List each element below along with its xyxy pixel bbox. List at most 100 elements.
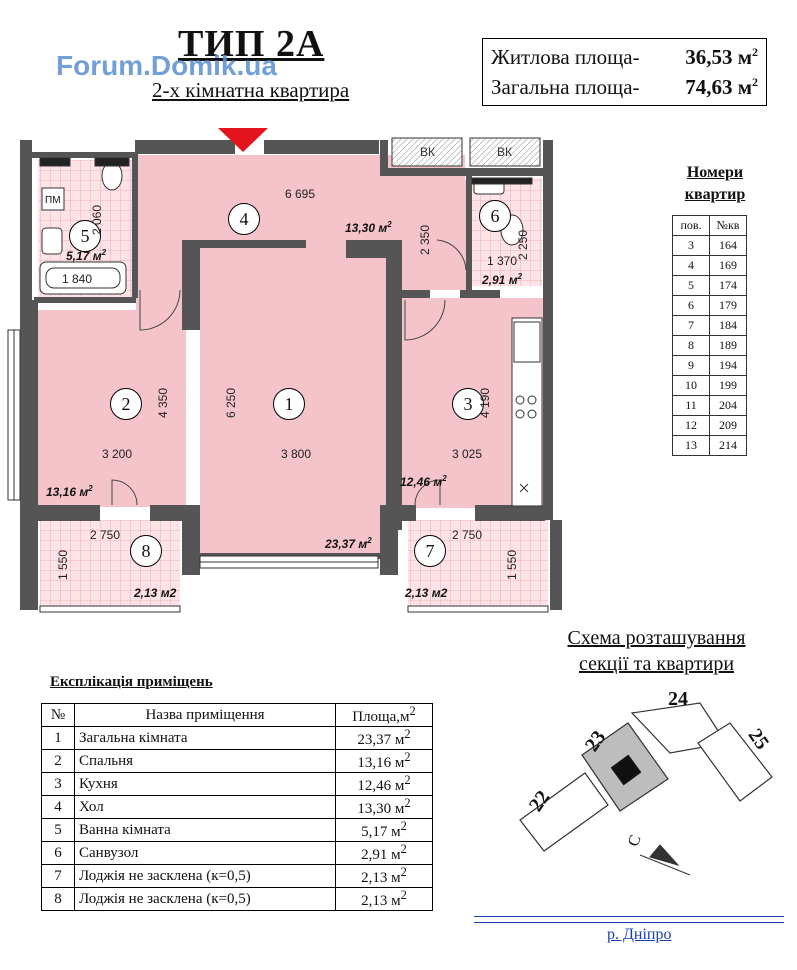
- wc-depth-dim: 2 250: [516, 229, 530, 260]
- room-name-cell: Лоджія не засклена (к=0,5): [74, 864, 336, 888]
- loggia-left-area: 2,13 м2: [134, 586, 177, 600]
- room-area-cell: 13,30 м2: [335, 795, 433, 819]
- hall-width-dim: 6 695: [285, 187, 316, 201]
- schema-title: Схема розташування секції та квартири: [567, 627, 746, 675]
- living-depth-dim: 6 250: [224, 387, 238, 418]
- room-name-cell: Санвузол: [74, 841, 336, 865]
- area-summary-box: Житлова площа- 36,53 м2 Загальна площа- …: [482, 38, 767, 106]
- bedroom-area: 13,16 м2: [46, 484, 93, 499]
- room-number-5: 5: [69, 220, 101, 252]
- room-num-cell: 4: [41, 795, 75, 819]
- room-number-3: 3: [452, 388, 484, 420]
- apartment-cell: 204: [709, 395, 747, 416]
- river-line-2: [474, 922, 784, 923]
- apartment-cell: 189: [709, 335, 747, 356]
- col-num-header: №: [41, 703, 75, 727]
- room-num-cell: 8: [41, 887, 75, 911]
- room-num-cell: 3: [41, 772, 75, 796]
- living-width-dim: 3 800: [281, 447, 312, 461]
- compass-icon: [639, 854, 691, 876]
- kitchen-width-dim: 3 025: [452, 447, 483, 461]
- river-line-1: [474, 916, 784, 917]
- room-area-cell: 2,13 м2: [335, 864, 433, 888]
- room-name-cell: Хол: [74, 795, 336, 819]
- apartment-cell: 199: [709, 375, 747, 396]
- room-area-cell: 23,37 м2: [335, 726, 433, 750]
- room-number-2: 2: [110, 388, 142, 420]
- floor-cell: 13: [672, 435, 710, 456]
- bedroom-depth-dim: 4 350: [156, 387, 170, 418]
- entrance-arrow-icon: [218, 128, 268, 152]
- col-apt-header: №кв: [709, 215, 747, 236]
- total-area-label: Загальна площа-: [491, 75, 640, 99]
- plan-type-title: ТИП 2А: [178, 23, 325, 65]
- total-area-value: 74,63 м2: [685, 75, 758, 99]
- loggia-left-width-dim: 2 750: [90, 528, 121, 542]
- hall-depth-dim: 2 350: [418, 224, 432, 255]
- washer-label: ПМ: [45, 195, 61, 206]
- section-location-schema: [519, 702, 773, 876]
- room-number-1: 1: [273, 388, 305, 420]
- room-name-cell: Ванна кімната: [74, 818, 336, 842]
- apartment-cell: 174: [709, 275, 747, 296]
- room-name-cell: Спальня: [74, 749, 336, 773]
- room-number-8: 8: [130, 535, 162, 567]
- wc-area: 2,91 м2: [482, 272, 523, 287]
- vent-shaft-2: [469, 137, 541, 167]
- living-area-label: Житлова площа-: [491, 45, 640, 69]
- room-name-cell: Лоджія не засклена (к=0,5): [74, 887, 336, 911]
- col-name-header: Назва приміщення: [74, 703, 336, 727]
- bath-depth-dim: 2 060: [90, 204, 104, 235]
- apartment-cell: 194: [709, 355, 747, 376]
- living-area-value: 36,53 м2: [685, 45, 758, 69]
- plan-subtitle: 2-х кімнатна квартира: [152, 78, 350, 102]
- bathroom-fixtures: [39, 157, 533, 295]
- room-area-cell: 2,13 м2: [335, 887, 433, 911]
- section-22-outline: [519, 772, 609, 852]
- loggia-right-area: 2,13 м2: [405, 586, 448, 600]
- col-area-header: Площа,м2: [335, 703, 433, 727]
- room-area-cell: 12,46 м2: [335, 772, 433, 796]
- explication-title: Експлікація приміщень: [50, 674, 213, 690]
- bath-width-dim: 1 840: [62, 272, 93, 286]
- river-label: р. Дніпро: [607, 926, 672, 943]
- section-25-outline: [697, 722, 773, 802]
- room-num-cell: 2: [41, 749, 75, 773]
- room-number-4: 4: [228, 203, 260, 235]
- col-floor-header: пов.: [672, 215, 710, 236]
- room-name-cell: Загальна кімната: [74, 726, 336, 750]
- doors: [111, 239, 467, 506]
- section-label-24: 24: [668, 688, 688, 710]
- apartment-marker-icon: [610, 754, 642, 786]
- hall-area: 13,30 м2: [345, 220, 392, 235]
- loggia-left-fill: [40, 520, 180, 606]
- wc-width-dim: 1 370: [487, 254, 518, 268]
- watermark: Forum.Domik.ua: [56, 50, 277, 81]
- kitchen-equipment: [511, 317, 543, 507]
- room-area-cell: 13,16 м2: [335, 749, 433, 773]
- apartment-numbers-title: Номери квартир: [684, 164, 746, 203]
- loggia-left-depth-dim: 1 550: [56, 549, 70, 580]
- apartment-cell: 164: [709, 235, 747, 256]
- room-area-cell: 2,91 м2: [335, 841, 433, 865]
- room-name-cell: Кухня: [74, 772, 336, 796]
- room-num-cell: 5: [41, 818, 75, 842]
- kitchen-depth-dim: 4 190: [478, 387, 492, 418]
